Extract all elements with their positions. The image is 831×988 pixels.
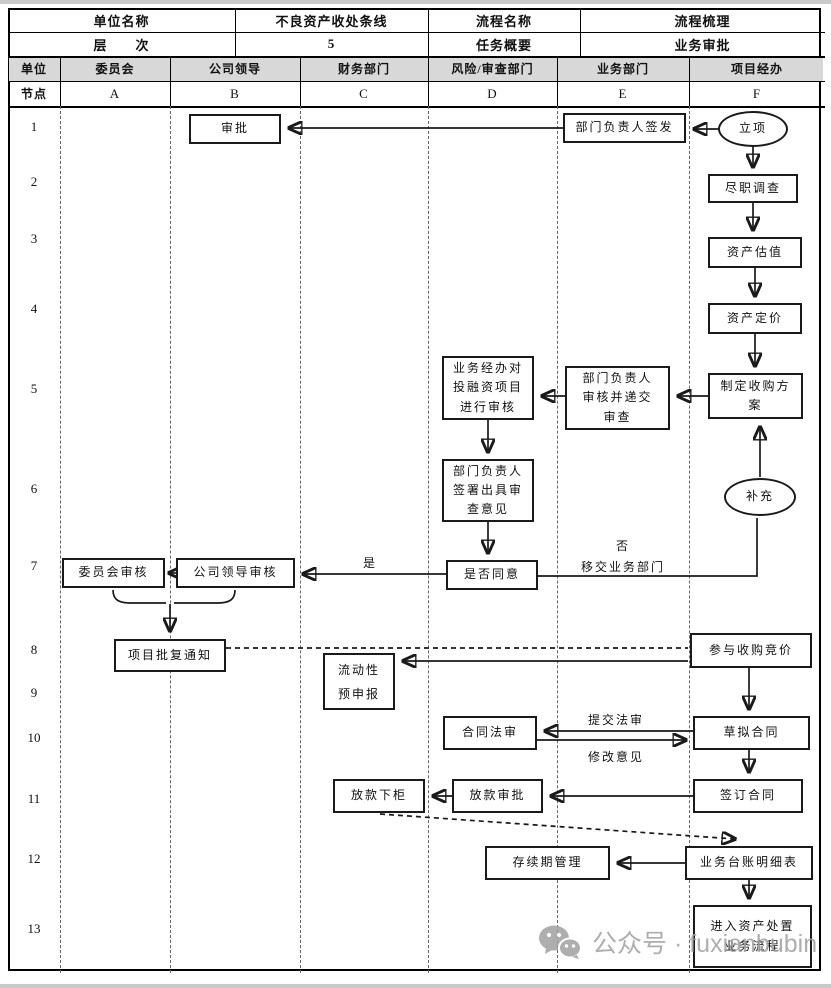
lane-separator [557,106,558,973]
wechat-icon [539,925,582,959]
row-number-2: 2 [30,174,38,189]
grid-hline [8,106,825,108]
task-value: 业务审批 [674,37,731,53]
row-number-10: 10 [27,730,41,745]
row-number-3: 3 [30,231,38,246]
row-number-8: 8 [30,642,38,657]
flow-node-contract-law-review: 合同法审 [443,716,537,750]
flow-node-liquidity: 流动性预申报 [323,653,395,710]
grid-vline [60,56,61,106]
grid-hline [8,81,825,82]
row-number-9: 9 [30,685,38,700]
flow-node-draft-contract: 草拟合同 [693,716,810,750]
process-name-label: 流程名称 [475,13,532,29]
row-number-11: 11 [27,791,41,806]
lane-node-f: F [752,85,762,101]
flow-node-dept-review-submit: 部门负责人审核并递交审查 [565,366,670,430]
lane-separator [300,106,301,973]
process-name-value: 流程梳理 [674,13,731,29]
lane-header-leadership: 公司领导 [208,62,261,76]
row-number-4: 4 [30,301,38,316]
edge-label-no-transfer: 移交业务部门 [580,560,665,574]
lane-node-d: D [487,85,498,101]
flow-node-sign-opinion: 部门负责人签署出具审查意见 [442,459,534,522]
lane-separator [428,106,429,973]
row-number-12: 12 [27,851,41,866]
lane-header-business: 业务部门 [596,62,649,76]
flow-node-disbursement: 放款下柜 [333,779,425,813]
flow-node-start: 立项 [718,111,788,147]
grid-vline [300,56,301,106]
lane-header-committee: 委员会 [95,62,135,76]
flow-node-pricing: 资产定价 [708,303,802,334]
row-number-5: 5 [30,381,38,396]
task-label: 任务概要 [475,37,532,53]
page-top-edge [0,0,831,4]
lane-node-b: B [230,85,240,101]
grid-vline [235,8,236,56]
row-number-1: 1 [30,119,38,134]
flow-node-disposal: 进入资产处置业务流程 [693,905,812,968]
flow-node-bidding: 参与收购竞价 [690,633,812,668]
grid-vline [428,8,429,56]
edge-label-yes: 是 [362,556,377,570]
level-value: 5 [327,36,336,51]
grid-vline [689,56,690,106]
watermark-text: 公众号 · fuxianbubin [592,930,818,958]
grid-vline [170,56,171,106]
lane-node-c: C [359,85,369,101]
page-bottom-edge [0,984,831,988]
flow-node-duration-mgmt: 存续期管理 [485,846,610,880]
flow-node-leader-review: 公司领导审核 [176,558,295,588]
lane-header-risk-review: 风险/审查部门 [451,62,534,76]
edge-label-submit-legal: 提交法审 [587,713,644,727]
level-label: 层 次 [93,37,150,53]
grid-vline [428,56,429,106]
grid-vline [557,56,558,106]
flow-node-biz-review: 业务经办对投融资项目进行审核 [442,356,534,420]
grid-vline [580,8,581,56]
lane-node-e: E [618,85,628,101]
watermark: 公众号 · fuxianbubin [538,924,817,960]
flow-node-ledger: 业务台账明细表 [685,846,813,880]
flow-node-due-diligence: 尽职调查 [708,174,798,203]
flow-node-committee-review: 委员会审核 [62,558,165,588]
lane-separator [170,106,171,973]
lane-separator [689,106,690,973]
flow-node-valuation: 资产估值 [708,237,802,268]
row-number-6: 6 [30,481,38,496]
lane-node-a: A [109,85,121,101]
unit-name-value: 不良资产收处条线 [275,13,388,29]
flow-node-agree: 是否同意 [446,560,538,590]
grid-hline [8,32,825,33]
flow-node-approve: 审批 [189,114,281,144]
node-row-label: 节点 [20,87,47,101]
edge-label-no: 否 [615,539,630,553]
flow-node-sign-issue: 部门负责人签发 [563,113,686,143]
unit-name-label: 单位名称 [93,13,150,29]
table-outer-border [8,8,821,971]
lane-separator [60,106,61,973]
lane-header-project: 项目经办 [730,62,783,76]
row-number-7: 7 [30,558,38,573]
flow-node-approval-notice: 项目批复通知 [114,639,226,672]
flow-node-supplement: 补充 [724,478,796,516]
row-number-13: 13 [27,921,41,936]
grid-hline [8,56,825,58]
flow-node-sign-contract: 签订合同 [693,779,803,813]
flow-node-plan: 制定收购方案 [708,373,803,419]
edge-label-revision-comments: 修改意见 [587,750,644,764]
lane-header-finance: 财务部门 [337,62,390,76]
flow-node-loan-approval: 放款审批 [452,779,543,813]
lane-header-band [9,56,823,81]
unit-row-label: 单位 [20,62,47,76]
